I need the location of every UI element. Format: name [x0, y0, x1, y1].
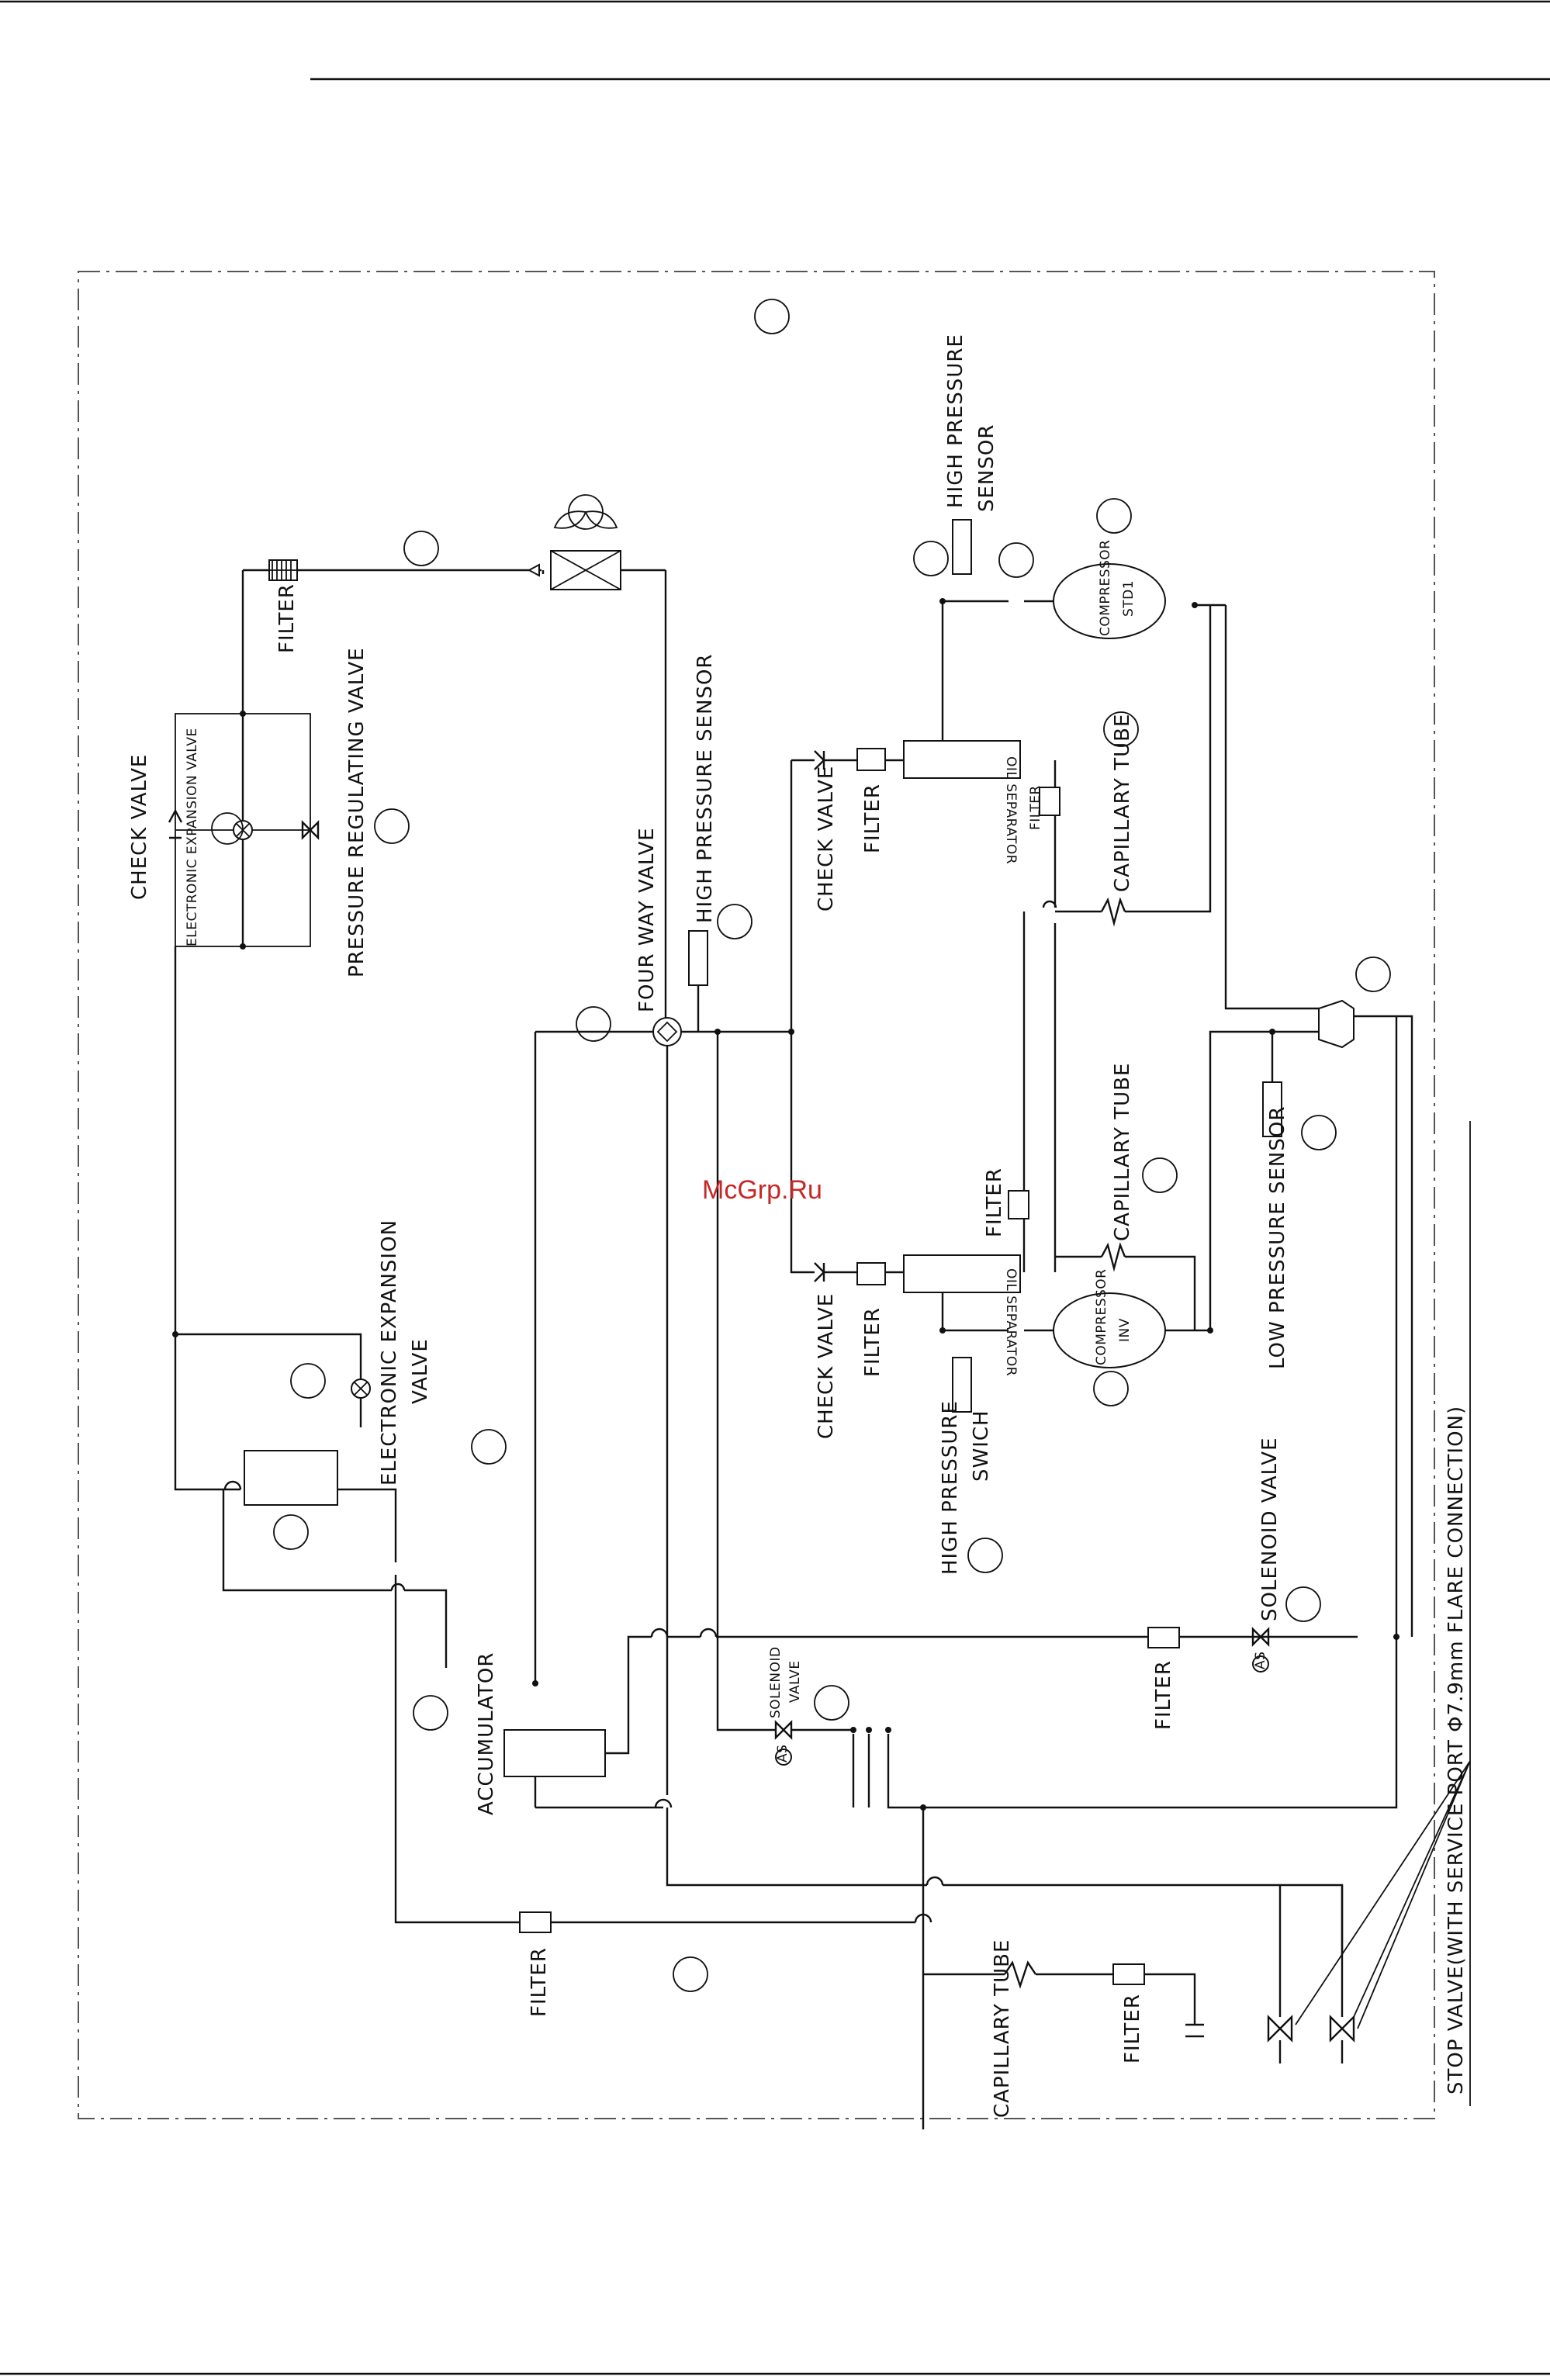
label-as-symbol-mid: AS [775, 1745, 791, 1763]
label-filter-top: FILTER [275, 583, 299, 653]
label-capillary-tube-bottom: CAPILLARY TUBE [991, 1939, 1014, 2118]
label-filter-small: FILTER [1028, 785, 1043, 830]
labels: CHECK VALVE ELECTRONIC EXPANSION VALVE P… [128, 334, 1468, 2118]
high-pressure-sensor-icon [688, 930, 708, 986]
label-electronic-expansion-left-1: ELECTRONIC EXPANSION [378, 1219, 401, 1486]
label-filter-bottom-left: FILTER [528, 1947, 551, 2017]
compressor-std1 [1053, 563, 1166, 639]
high-pressure-sensor-right-icon [952, 519, 972, 575]
label-check-valve-upper: CHECK VALVE [815, 766, 838, 912]
label-compressor-inv-id: INV [1117, 1318, 1133, 1342]
label-filter-bottom: FILTER [1121, 1994, 1144, 2063]
filter-icon-upper [856, 748, 886, 771]
label-compressor-std1-id: STD1 [1121, 580, 1137, 617]
label-pressure-regulating-valve: PRESSURE REGULATING VALVE [345, 647, 368, 977]
plate-heat-exchanger [244, 1450, 338, 1506]
label-filter-upper: FILTER [861, 784, 884, 853]
label-oil-separator-upper: OIL SEPARATOR [1003, 756, 1019, 864]
unit-boundary [78, 271, 1435, 2119]
filter-icon-lower-mid [1008, 1190, 1029, 1219]
label-low-pressure-sensor: LOW PRESSURE SENSOR [1266, 1106, 1289, 1369]
fan-icon [553, 494, 618, 530]
junction-dots [172, 598, 1399, 1811]
thermistor-circles [211, 299, 1391, 1992]
label-electronic-expansion-left-2: VALVE [409, 1338, 432, 1404]
filter-icon-lower [856, 1262, 886, 1285]
label-check-valve-lower: CHECK VALVE [815, 1293, 838, 1439]
label-high-pressure-switch-1: HIGH PRESSURE [939, 1400, 962, 1575]
regulating-valve-icon [301, 820, 320, 840]
check-valve-icon-upper [814, 750, 825, 770]
filter-icon-bottom-left [519, 1911, 552, 1933]
manifold-icon [1318, 999, 1355, 1049]
stop-valve-leaders [1295, 1760, 1471, 2029]
filter-icon-right [1147, 1627, 1180, 1648]
label-high-pressure-sensor-mid: HIGH PRESSURE SENSOR [694, 653, 717, 923]
label-as-symbol-right: AS [1253, 1652, 1268, 1669]
label-stop-valve: STOP VALVE(WITH SERVICE PORT Φ7.9mm FLAR… [1444, 1406, 1468, 2095]
filter-icon-bottom [1112, 1963, 1145, 1985]
label-oil-separator-lower: OIL SEPARATOR [1003, 1268, 1019, 1376]
label-four-way-valve: FOUR WAY VALVE [635, 827, 659, 1012]
crossing-humps [223, 900, 1057, 1923]
label-capillary-tube-upper: CAPILLARY TUBE [1111, 714, 1134, 892]
four-way-valve-icon [652, 1017, 682, 1046]
label-capillary-tube-lower: CAPILLARY TUBE [1111, 1063, 1134, 1241]
capillary-end-icon [1185, 2023, 1204, 2038]
label-compressor-std1: COMPRESSOR [1098, 540, 1113, 637]
high-pressure-switch-icon [952, 1357, 972, 1413]
filter-mesh [269, 560, 297, 580]
label-solenoid-valve-mid-2: VALVE [787, 1660, 803, 1703]
flow-arrow-icon [527, 563, 540, 577]
label-filter-right: FILTER [1152, 1660, 1175, 1730]
label-check-valve-top: CHECK VALVE [128, 754, 151, 900]
label-filter-lower: FILTER [861, 1307, 884, 1377]
heat-exchanger-cross [550, 550, 621, 590]
oil-separator-lower [903, 1254, 1021, 1293]
accumulator-icon [503, 1729, 606, 1777]
capillary-zigzags [1004, 897, 1126, 1989]
stop-valve-icon-2 [1329, 2015, 1355, 2043]
check-valve-icon-lower [814, 1262, 825, 1282]
low-pressure-sensor-icon [1262, 1081, 1282, 1137]
label-solenoid-valve-mid-1: SOLENOID [768, 1646, 784, 1718]
oil-separator-upper [903, 740, 1021, 779]
stop-valve-icon-1 [1267, 2015, 1293, 2043]
label-filter-lower-mid: FILTER [983, 1168, 1006, 1237]
label-high-pressure-right-2: SENSOR [975, 424, 998, 512]
compressor-inv [1053, 1292, 1166, 1368]
label-high-pressure-right-1: HIGH PRESSURE [944, 334, 967, 508]
label-high-pressure-switch-2: SWICH [970, 1410, 993, 1482]
label-solenoid-valve-right: SOLENOID VALVE [1258, 1437, 1282, 1621]
label-compressor-inv: COMPRESSOR [1094, 1269, 1109, 1366]
solenoid-valve-icon-mid [774, 1720, 793, 1740]
label-electronic-expansion-valve-top: ELECTRONIC EXPANSION VALVE [185, 728, 200, 946]
filter-icon-small [1039, 787, 1060, 816]
solenoid-valve-icon-right [1251, 1627, 1270, 1647]
label-accumulator: ACCUMULATOR [475, 1652, 498, 1815]
check-valve-icon-top [168, 808, 183, 839]
watermark-text: McGrp.Ru [702, 1175, 822, 1205]
